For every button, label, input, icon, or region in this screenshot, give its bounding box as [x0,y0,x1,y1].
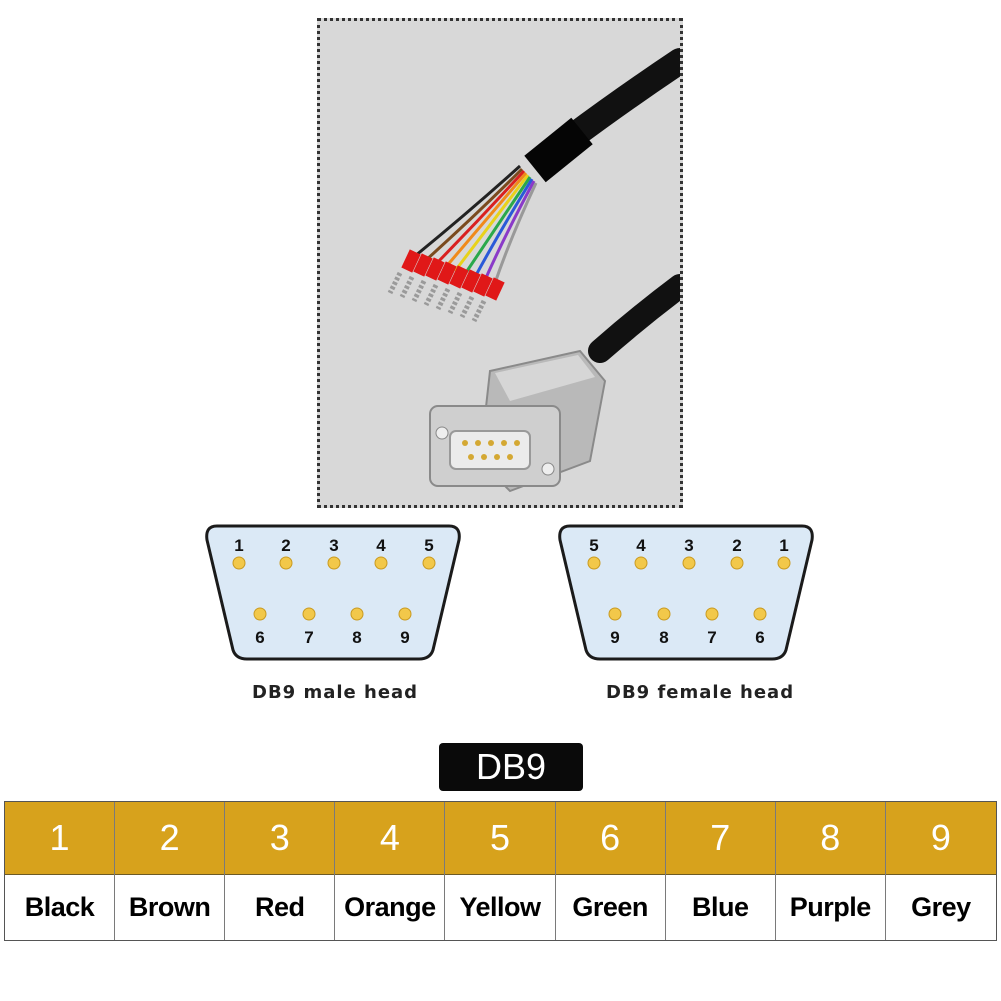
pin-label: 5 [589,536,598,555]
table-column: 3 Red [225,802,336,940]
pin-label: 2 [732,536,741,555]
pin-color-table: 1 Black 2 Brown 3 Red 4 Orange 5 Yellow … [4,801,997,941]
table-column: 2 Brown [115,802,226,940]
pin-number: 7 [665,802,775,875]
pin-label: 6 [255,628,264,647]
pin-dot [753,607,767,621]
pin-dot [587,556,601,570]
table-column: 1 Black [5,802,116,940]
pin-label: 9 [400,628,409,647]
pin-label: 1 [234,536,243,555]
db9-female-diagram: 5 4 3 2 1 9 8 7 6 [556,522,816,662]
pin-number: 1 [5,802,115,875]
pin-label: 7 [304,628,313,647]
pin-dot [327,556,341,570]
pin-dot [374,556,388,570]
wire-color: Brown [115,875,225,940]
wire-color: Red [225,875,335,940]
table-column: 8 Purple [775,802,886,940]
pin-label: 5 [424,536,433,555]
pin-dot [634,556,648,570]
pin-number: 2 [115,802,225,875]
connector-shell [558,524,814,661]
table-column: 7 Blue [665,802,776,940]
pin-dot [422,556,436,570]
pin-dot [608,607,622,621]
pin-label: 8 [659,628,668,647]
pin-label: 4 [376,536,386,555]
pin-label: 8 [352,628,361,647]
pin-dot [253,607,267,621]
wire-color: Black [5,875,115,940]
pin-dot [657,607,671,621]
pin-label: 7 [707,628,716,647]
pin-number: 5 [445,802,555,875]
pin-dot [232,556,246,570]
pin-label: 6 [755,628,764,647]
table-column: 6 Green [555,802,666,940]
wire-color: Orange [335,875,445,940]
pin-dot [398,607,412,621]
pin-number: 9 [885,802,996,875]
pin-label: 3 [329,536,338,555]
connector-shell [205,524,461,661]
pin-dot [777,556,791,570]
pin-label: 2 [281,536,290,555]
pin-number: 6 [555,802,665,875]
female-caption: DB9 female head [606,682,795,703]
pin-number: 8 [775,802,885,875]
wire-color: Blue [665,875,775,940]
wire-color: Yellow [445,875,555,940]
pin-dot [730,556,744,570]
pin-dot [302,607,316,621]
wire-color: Grey [885,875,996,940]
table-column: 5 Yellow [445,802,556,940]
pin-label: 3 [684,536,693,555]
pin-number: 4 [335,802,445,875]
wire-color: Purple [775,875,885,940]
wire-color: Green [555,875,665,940]
cable-illustration [387,48,680,493]
male-caption: DB9 male head [252,682,419,703]
pin-label: 4 [636,536,646,555]
db9-male-diagram: 1 2 3 4 5 6 7 8 9 [203,522,463,662]
pin-number: 3 [225,802,335,875]
pin-dot [682,556,696,570]
pin-dot [350,607,364,621]
pin-dot [279,556,293,570]
table-column: 4 Orange [335,802,446,940]
pin-label: 1 [779,536,788,555]
table-column: 9 Grey [885,802,996,940]
connector-type-label: DB9 [439,743,583,791]
pin-label: 9 [610,628,619,647]
product-photo [317,18,683,508]
pin-dot [705,607,719,621]
